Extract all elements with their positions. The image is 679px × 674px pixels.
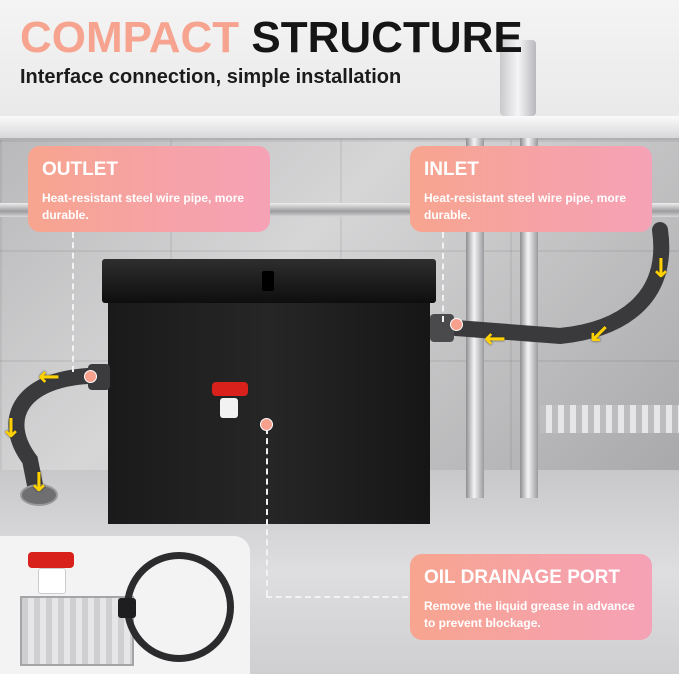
inlet-callout: INLET Heat-resistant steel wire pipe, mo… [410,146,652,232]
outlet-hose [8,368,96,498]
pink-dot-icon [84,370,97,383]
yellow-arrow-icon: ← [484,324,506,354]
yellow-arrow-icon: ↓ [0,414,22,444]
inlet-description: Heat-resistant steel wire pipe, more dur… [424,191,627,222]
spare-valve-handle [28,552,74,568]
drain-valve [220,398,238,418]
oil-drainage-description: Remove the liquid grease in advance to p… [424,599,635,630]
oil-drainage-leader-line [266,596,408,598]
oil-drainage-title: OIL DRAINAGE PORT [424,567,620,588]
spare-valve [38,568,66,594]
page-title: COMPACT STRUCTURE [20,14,523,62]
undershelf [540,405,679,433]
grease-trap-tank [108,296,430,524]
valve-handle [212,382,248,396]
title-highlight: COMPACT [20,13,240,62]
oil-drainage-leader-line [266,428,268,596]
outlet-title: OUTLET [42,159,118,180]
filter-basket [20,596,134,666]
spare-hose [124,552,234,662]
oil-drainage-callout: OIL DRAINAGE PORT Remove the liquid grea… [410,554,652,640]
faucet [500,40,536,116]
yellow-arrow-icon: ↓ [650,254,672,284]
yellow-arrow-icon: ↓ [28,468,50,498]
header: COMPACT STRUCTURE Interface connection, … [20,14,523,89]
pink-dot-icon [450,318,463,331]
lid-handle [262,271,274,291]
inlet-leader-line [442,232,444,322]
yellow-arrow-icon: ↙ [588,320,610,350]
floor-drain [20,484,58,506]
outlet-callout: OUTLET Heat-resistant steel wire pipe, m… [28,146,270,232]
hose-connector [118,598,136,618]
outlet-leader-line [72,232,74,372]
sink-counter [0,116,679,140]
outlet-description: Heat-resistant steel wire pipe, more dur… [42,191,245,222]
pink-dot-icon [260,418,273,431]
subtitle: Interface connection, simple installatio… [20,66,402,88]
yellow-arrow-icon: ← [38,362,60,392]
inlet-title: INLET [424,159,479,180]
title-main: STRUCTURE [251,13,523,62]
inlet-hose [448,222,670,345]
